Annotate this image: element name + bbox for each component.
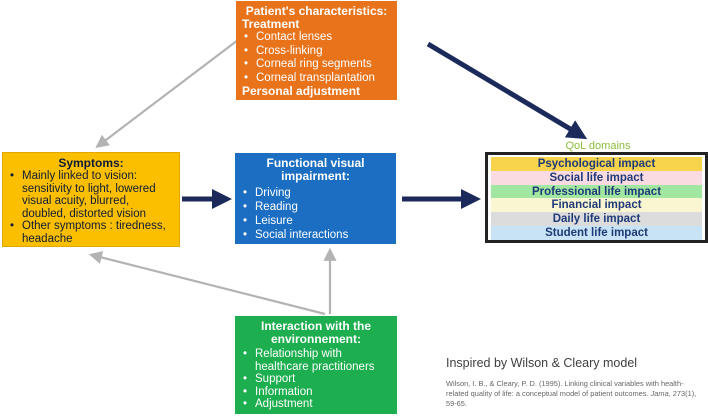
arrow-interaction-to-symptoms [88,251,326,316]
list-item: Information [241,386,391,399]
model-credit: Inspired by Wilson & Cleary model [446,356,638,370]
symptoms-box: Symptoms: Mainly linked to vision: sensi… [2,152,180,247]
citation-main: Wilson, I. B., & Cleary, P. D. (1995). L… [446,379,684,398]
list-item: Driving [241,186,390,200]
qol-row-daily: Daily life impact [491,212,702,226]
patient-characteristics-box: Patient's characteristics: Treatment Con… [236,1,397,100]
qol-domains-label: QoL domains [565,140,631,152]
qol-domains-box: Psychological impact Social life impact … [485,152,708,243]
citation-details: , 273(1), 59-65. [446,389,697,408]
treatment-list: Contact lenses Cross-linking Corneal rin… [242,31,391,85]
arrow-patient-to-qol [426,41,588,140]
interaction-list: Relationship with healthcare practitione… [241,348,391,411]
list-item: Reading [241,200,390,214]
arrow-patient-to-symptoms [95,39,239,148]
personal-adjustment-label: Personal adjustment [242,84,361,98]
functional-impairment-box: Functional visual impairment: Driving Re… [235,153,396,244]
list-item: Other symptoms : tiredness, headache [8,220,174,245]
interaction-title: Interaction with the environnement: [260,319,371,346]
functional-title: Functional visual impairment: [266,156,365,183]
list-item: Social interactions [241,228,390,242]
qol-row-psychological: Psychological impact [491,157,702,171]
citation-journal: Jama [650,389,669,398]
list-item: Support [241,373,391,386]
patient-title: Patient's characteristics: [245,4,388,18]
list-item: Leisure [241,214,390,228]
list-item: Relationship with healthcare practitione… [241,348,391,373]
qol-row-professional: Professional life impact [491,184,702,199]
list-item: Cross-linking [242,45,391,59]
qol-row-social: Social life impact [491,170,702,185]
qol-row-financial: Financial impact [491,198,702,213]
environment-interaction-box: Interaction with the environnement: Rela… [235,316,397,414]
list-item: Corneal ring segments [242,58,391,72]
citation: Wilson, I. B., & Cleary, P. D. (1995). L… [446,379,701,409]
symptoms-list: Mainly linked to vision: sensitivity to … [8,170,174,245]
list-item: Mainly linked to vision: sensitivity to … [8,170,174,220]
list-item: Adjustment [241,398,391,411]
qol-row-student: Student life impact [491,225,702,240]
list-item: Corneal transplantation [242,72,391,86]
functional-list: Driving Reading Leisure Social interacti… [241,186,390,242]
treatment-label: Treatment [242,17,300,31]
symptoms-title: Symptoms: [58,156,124,170]
list-item: Contact lenses [242,31,391,45]
